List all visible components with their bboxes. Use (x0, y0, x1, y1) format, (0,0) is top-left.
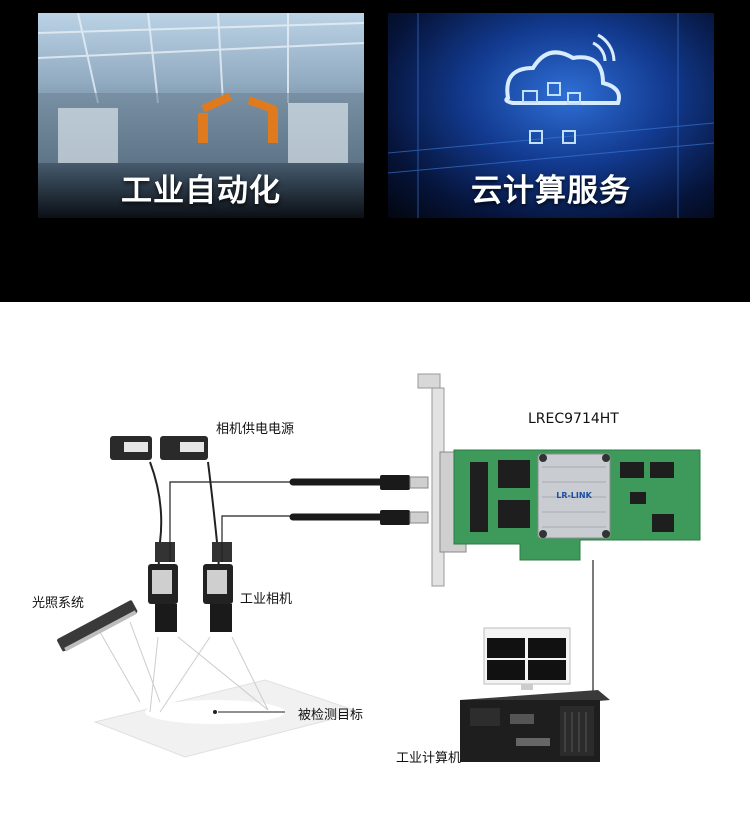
lighting-system-label: 光照系统 (32, 596, 85, 611)
factory-image (38, 13, 364, 163)
industrial-computer-label: 工业计算机 (396, 751, 462, 766)
camera-power-label: 相机供电电源 (216, 422, 295, 437)
industrial-camera-label: 工业相机 (240, 592, 293, 607)
connection-diagram: LR-LINK (57, 373, 701, 762)
card-brand-text: LR-LINK (556, 491, 592, 500)
camera-1 (148, 542, 178, 632)
lighting-bar (57, 600, 138, 652)
network-card-pcb (453, 449, 701, 561)
cloud-computing-panel: 云计算服务 (388, 13, 714, 218)
card-model-label: LREC9714HT (528, 411, 619, 427)
top-banner: 工业自动化 云计算服务 (0, 0, 750, 302)
camera-2 (203, 542, 233, 632)
cloud-computing-title: 云计算服务 (471, 173, 631, 209)
cloud-icon (504, 50, 621, 105)
industrial-computer (460, 690, 610, 762)
industrial-automation-panel: 工业自动化 (38, 13, 364, 218)
power-supply-1 (110, 436, 152, 460)
rj45-connector-1 (380, 475, 429, 490)
monitor (483, 627, 571, 690)
cloud-image (388, 13, 714, 218)
industrial-automation-title: 工业自动化 (121, 173, 281, 209)
heatsink (537, 453, 611, 539)
power-supply-2 (160, 436, 208, 460)
target-label: 被检测目标 (298, 708, 364, 723)
rj45-connector-2 (380, 510, 429, 525)
